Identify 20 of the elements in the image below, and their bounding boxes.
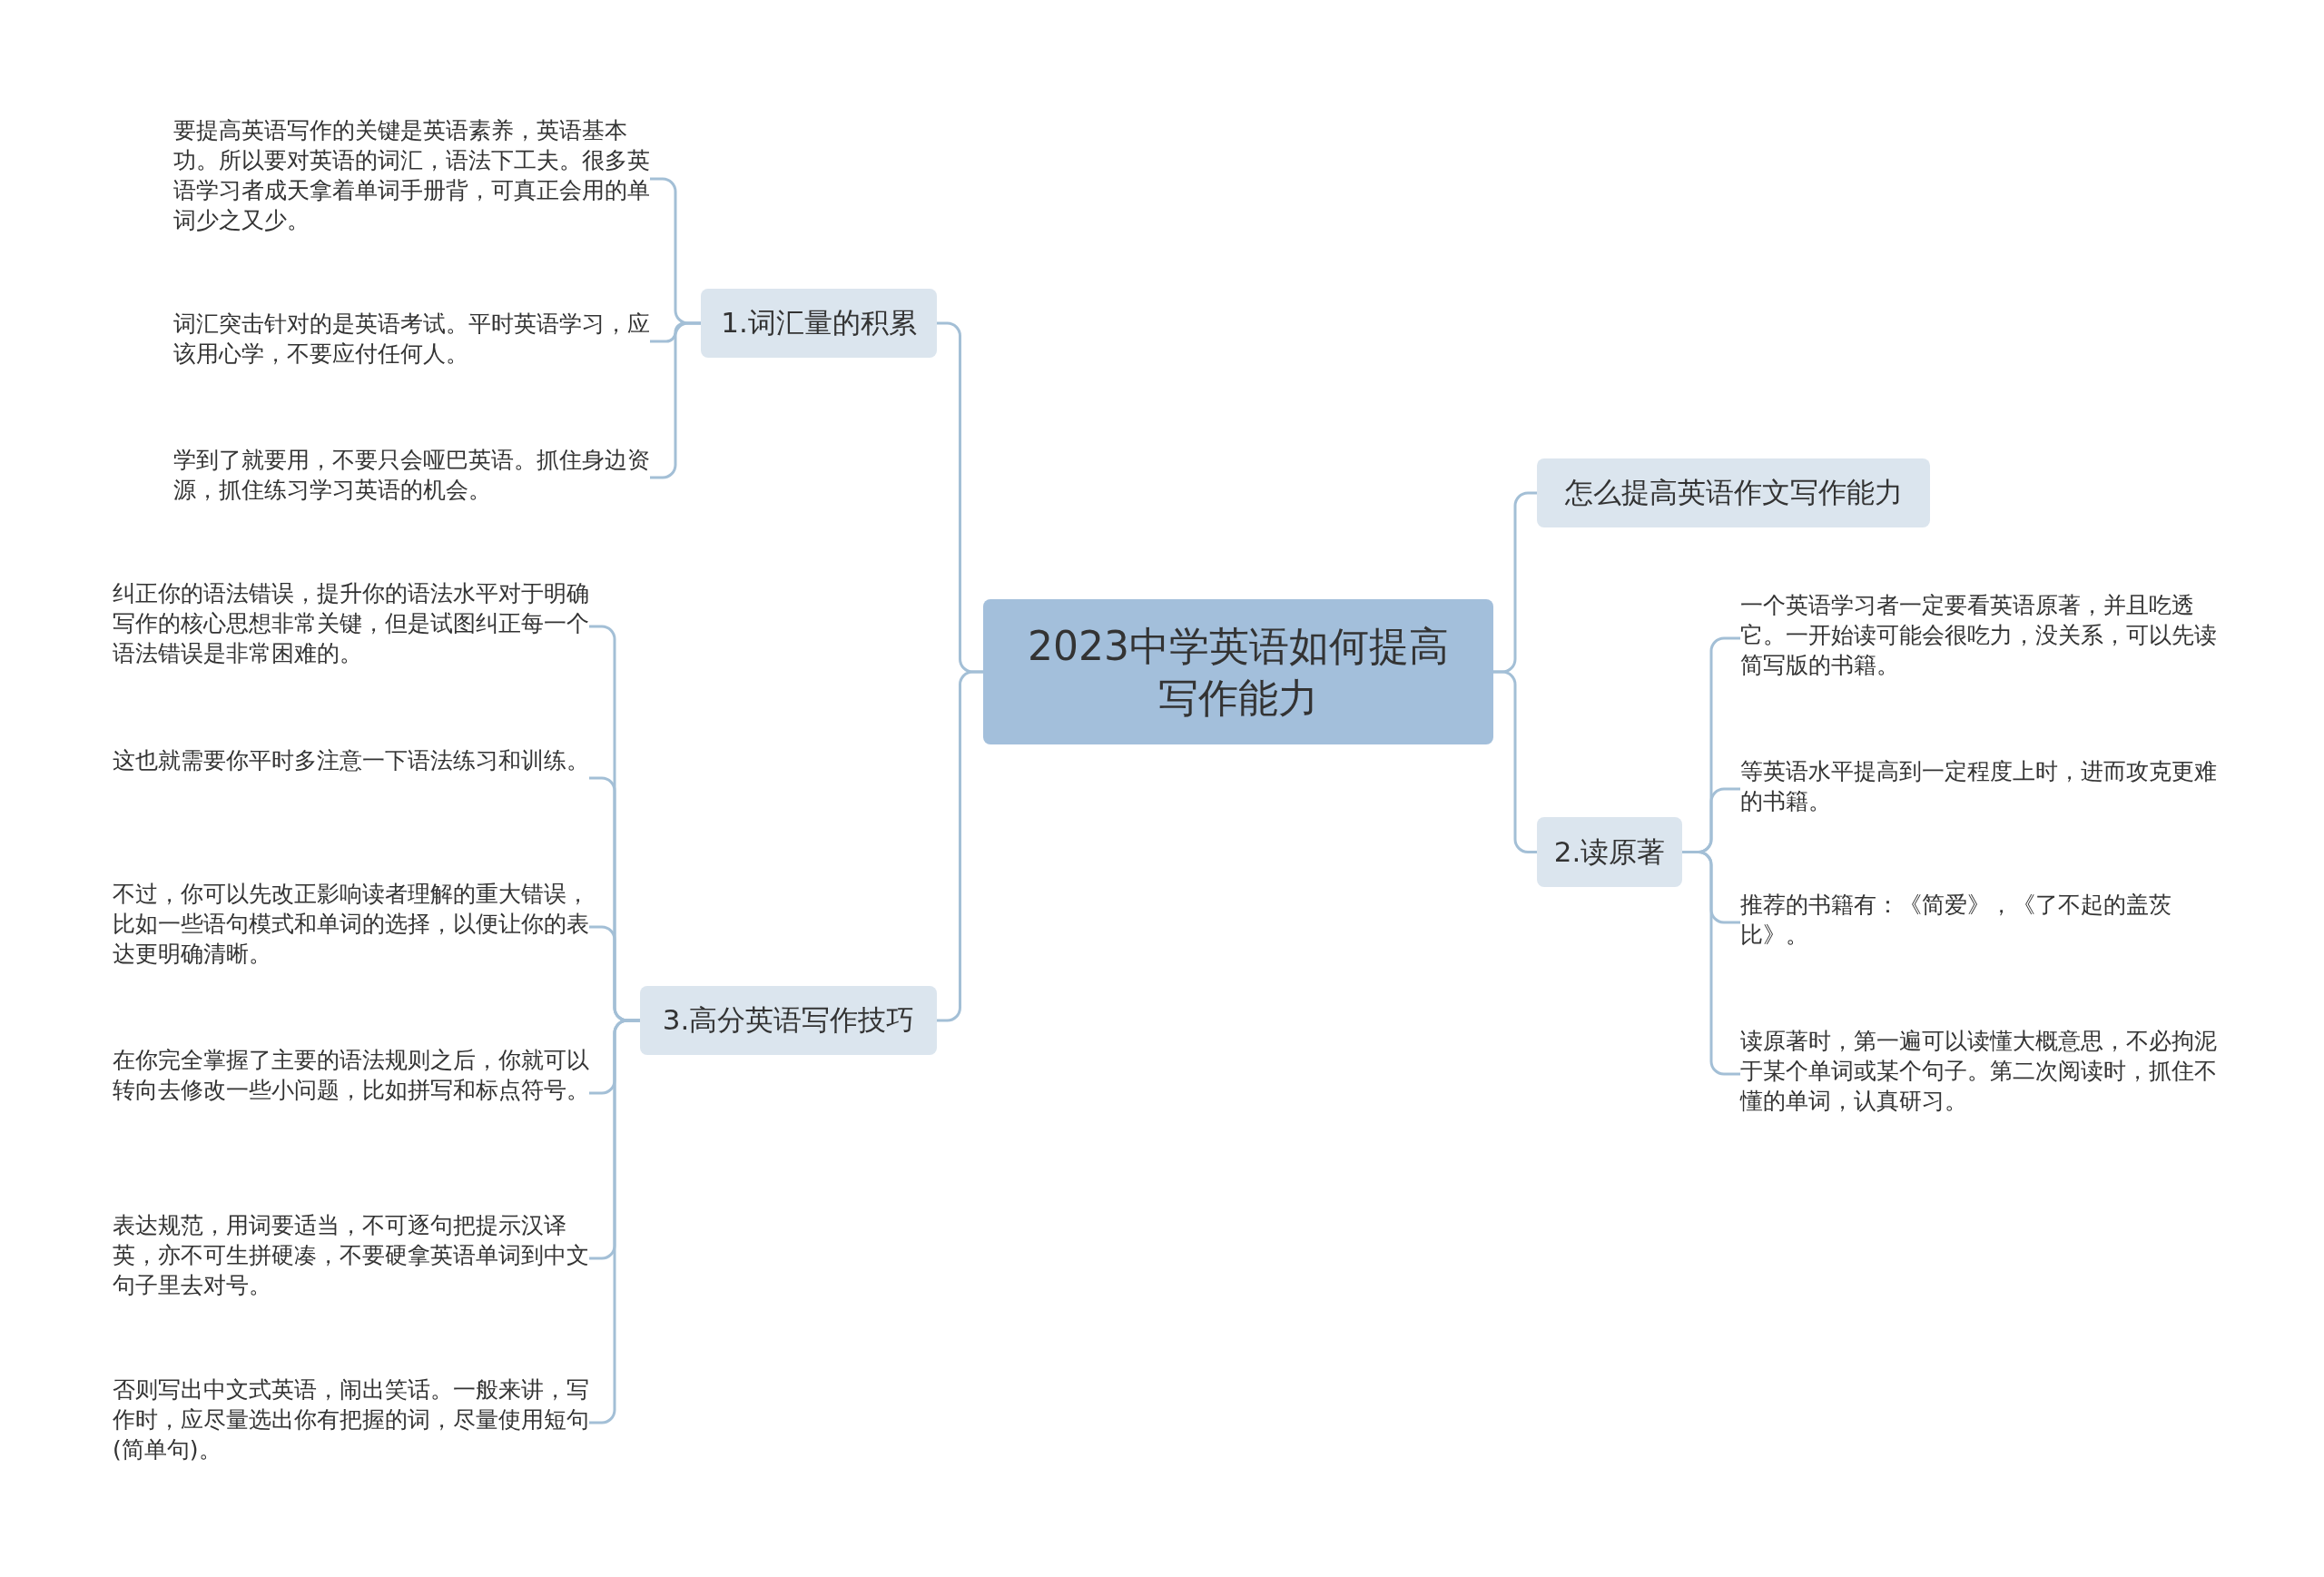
note-text: 表达规范，用词要适当，不可逐句把提示汉译英，亦不可生拼硬凑，不要硬拿英语单词到中文句子里去对号。	[113, 1210, 589, 1306]
note-text: 等英语水平提高到一定程度上时，进而攻克更难的书籍。	[1740, 756, 2217, 822]
topic-box: 2.读原著	[1537, 817, 1682, 887]
connector-line	[589, 1019, 640, 1424]
topic-box: 1.词汇量的积累	[701, 289, 937, 358]
note-text: 纠正你的语法错误，提升你的语法水平对于明确写作的核心思想非常关键，但是试图纠正每一个语法错误是非常困难的。	[113, 578, 589, 675]
topic-box: 怎么提高英语作文写作能力	[1537, 458, 1930, 527]
connector-line	[1493, 670, 1537, 853]
note-text: 推荐的书籍有：《简爱》，《了不起的盖茨比》。	[1740, 890, 2217, 955]
note-text: 要提高英语写作的关键是英语素养，英语基本功。所以要对英语的词汇，语法下工夫。很多英语学习者成天拿着单词手册背，可真正会用的单词少之又少。	[173, 115, 650, 242]
note-text: 在你完全掌握了主要的语法规则之后，你就可以转向去修改一些小问题，比如拼写和标点符号。	[113, 1045, 589, 1141]
note-text: 不过，你可以先改正影响读者理解的重大错误，比如一些语句模式和单词的选择，以便让你的表达更明确清晰。	[113, 879, 589, 975]
note-text: 学到了就要用，不要只会哑巴英语。抓住身边资源，抓住练习学习英语的机会。	[173, 445, 650, 510]
note-text: 否则写出中文式英语，闹出笑话。一般来讲，写作时，应尽量选出你有把握的词，尽量使用短句(简单句)。	[113, 1375, 589, 1471]
note-text: 词汇突击针对的是英语考试。平时英语学习，应该用心学，不要应付任何人。	[173, 309, 650, 374]
note-text: 这也就需要你平时多注意一下语法练习和训练。	[113, 745, 589, 811]
topic-box: 3.高分英语写作技巧	[640, 986, 937, 1055]
note-text: 一个英语学习者一定要看英语原著，并且吃透它。一开始读可能会很吃力，没关系，可以先读简写版的书籍。	[1740, 590, 2217, 686]
central-topic-box: 2023中学英语如何提高写作能力	[983, 599, 1493, 744]
note-text: 读原著时，第一遍可以读懂大概意思，不必拘泥于某个单词或某个句子。第二次阅读时，抓住不懂的单词，认真研习。	[1740, 1026, 2217, 1122]
